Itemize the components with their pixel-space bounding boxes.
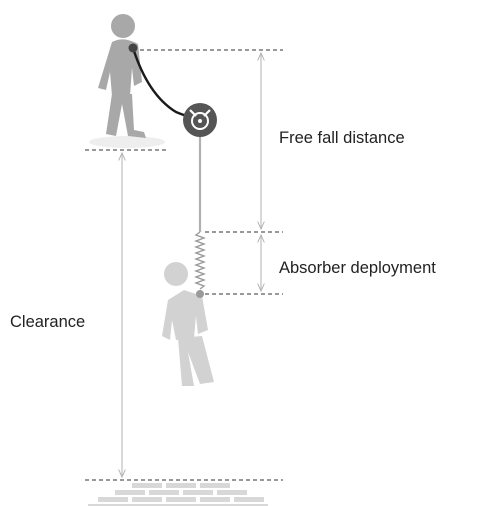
free-fall-label: Free fall distance (279, 129, 405, 147)
clearance-label: Clearance (10, 313, 85, 331)
platform-shadow (89, 136, 165, 148)
falling-attachment-point (196, 290, 204, 298)
absorber-label: Absorber deployment (279, 259, 436, 277)
spring-absorber-icon (194, 231, 206, 290)
standing-worker-icon (98, 14, 146, 138)
falling-worker-icon (162, 262, 214, 386)
ground-bricks-icon (88, 483, 268, 506)
reference-lines (85, 49, 283, 481)
anchor-device-icon (183, 103, 217, 137)
attachment-point (128, 43, 138, 53)
